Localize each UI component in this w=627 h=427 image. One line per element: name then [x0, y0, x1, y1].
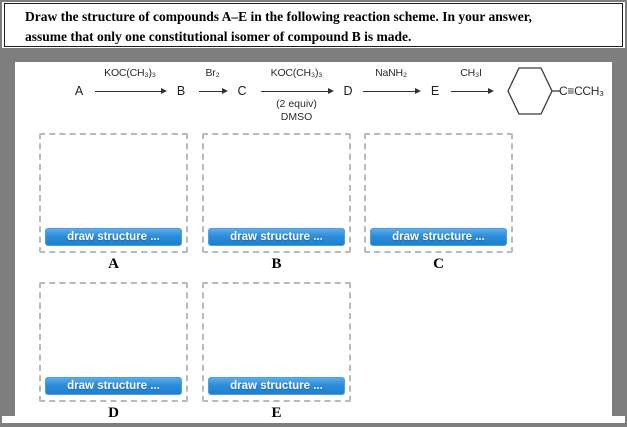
reaction-arrow-1 — [95, 87, 167, 94]
box-label-d: D — [108, 405, 119, 421]
reagent-label-1: KOC(CH₃)₃ — [104, 67, 156, 79]
reagent-note-equiv: (2 equiv) — [276, 98, 317, 110]
reagent-label-3: KOC(CH₃)₃ — [270, 67, 323, 79]
question-line-2: assume that only one constitutional isom… — [25, 29, 412, 44]
reaction-arrow-2 — [199, 87, 228, 94]
cyclohexane-ring-icon — [507, 67, 560, 115]
question-line-1: Draw the structure of compounds A–E in t… — [25, 9, 532, 24]
reagent-label-4: NaNH₂ — [375, 67, 407, 79]
draw-structure-button-d[interactable]: draw structure ... — [45, 377, 182, 395]
compound-letter-a: A — [74, 84, 84, 98]
draw-structure-button-e[interactable]: draw structure ... — [208, 377, 345, 395]
reaction-panel: A KOC(CH₃)₃ B Br₂ C KOC(CH₃)₃ (2 equiv) … — [2, 48, 625, 421]
reaction-arrow-5 — [451, 87, 494, 94]
reagent-label-2: Br₂ — [205, 67, 220, 79]
box-label-c: C — [433, 256, 444, 272]
compound-letter-e: E — [430, 84, 440, 98]
compound-letter-d: D — [343, 84, 353, 98]
box-label-a: A — [108, 256, 119, 272]
box-label-b: B — [271, 256, 282, 272]
answer-box-e: draw structure ... — [202, 282, 351, 402]
compound-letter-b: B — [176, 84, 186, 98]
answer-box-b: draw structure ... — [202, 133, 351, 253]
question-box: Draw the structure of compounds A–E in t… — [4, 3, 623, 47]
reaction-arrow-4 — [363, 87, 421, 94]
answer-box-a: draw structure ... — [39, 133, 188, 253]
draw-structure-button-a[interactable]: draw structure ... — [45, 228, 182, 246]
reagent-label-5: CH₃I — [460, 67, 482, 79]
reaction-content: A KOC(CH₃)₃ B Br₂ C KOC(CH₃)₃ (2 equiv) … — [15, 62, 612, 421]
reaction-arrow-3 — [261, 87, 334, 94]
product-formula: C≡CCH₃ — [559, 84, 604, 98]
answer-box-d: draw structure ... — [39, 282, 188, 402]
answer-box-c: draw structure ... — [364, 133, 513, 253]
box-label-e: E — [271, 405, 282, 421]
compound-letter-c: C — [237, 84, 247, 98]
draw-structure-button-b[interactable]: draw structure ... — [208, 228, 345, 246]
draw-structure-button-c[interactable]: draw structure ... — [370, 228, 507, 246]
reagent-note-solvent: DMSO — [280, 111, 313, 123]
